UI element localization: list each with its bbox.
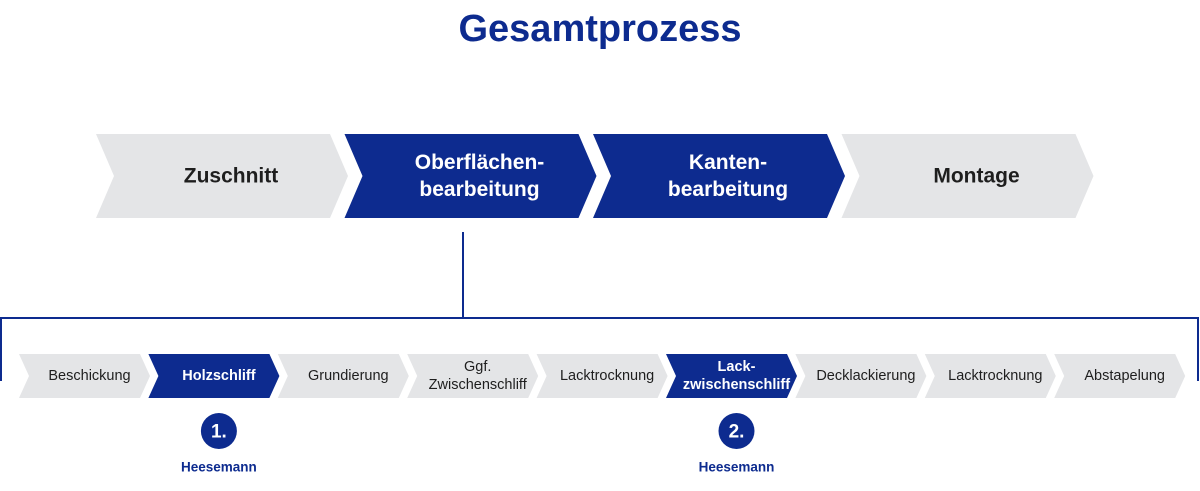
- main-step-zuschnitt-label: Zuschnitt: [184, 165, 279, 188]
- sub-step-lacktrocknung-shape: [924, 354, 1056, 398]
- main-step-kanten-bearbeitung-label: bearbeitung: [668, 178, 788, 201]
- sub-step-lack-zwischenschliff-label: zwischenschliff: [683, 377, 790, 393]
- sub-step-decklackierung-shape: [795, 354, 927, 398]
- page-title: Gesamtprozess: [458, 8, 742, 50]
- sub-step-abstapelung-label: Abstapelung: [1084, 368, 1165, 384]
- badge-label: Heesemann: [699, 460, 775, 475]
- sub-step-lacktrocknung-label: Lacktrocknung: [948, 368, 1042, 384]
- badge-number: 1.: [211, 422, 227, 443]
- sub-process-row: Beschickung Holzschliff Grundierung Ggf. Zwi…: [19, 354, 1186, 398]
- sub-step-lacktrocknung-shape: [536, 354, 668, 398]
- sub-step-beschickung-label: Beschickung: [48, 368, 130, 384]
- badges-row: 1. Heesemann 2. Heesemann: [181, 413, 774, 475]
- main-step-kanten-bearbeitung-shape: [593, 134, 845, 218]
- sub-step-ggf-zwischenschliff-shape: [407, 354, 539, 398]
- main-step-oberflaechen-bearbeitung-label: bearbeitung: [419, 178, 539, 201]
- sub-step-decklackierung: Decklackierung: [795, 354, 927, 398]
- sub-step-abstapelung: Abstapelung: [1054, 354, 1186, 398]
- sub-step-lacktrocknung-label: Lacktrocknung: [560, 368, 654, 384]
- sub-step-holzschliff: Holzschliff: [148, 354, 280, 398]
- sub-step-grundierung: Grundierung: [277, 354, 409, 398]
- sub-step-grundierung-shape: [277, 354, 409, 398]
- badge-circle: [718, 413, 755, 449]
- main-step-oberflaechen-bearbeitung-shape: [344, 134, 597, 218]
- main-step-kanten-bearbeitung-label: Kanten-: [689, 151, 767, 174]
- sub-step-decklackierung-label: Decklackierung: [816, 368, 915, 384]
- main-step-montage: Montage: [841, 134, 1094, 218]
- badge-circle: [200, 413, 237, 449]
- badge-number: 2.: [729, 422, 745, 443]
- main-step-montage-label: Montage: [933, 165, 1019, 188]
- connector-lines: [0, 232, 1199, 381]
- sub-step-ggf-zwischenschliff: Ggf. Zwischenschliff: [407, 354, 539, 398]
- sub-step-lacktrocknung: Lacktrocknung: [536, 354, 668, 398]
- main-step-kanten-bearbeitung: Kanten-bearbeitung: [593, 134, 845, 218]
- connector-bracket: [0, 317, 1199, 381]
- main-step-oberflaechen-bearbeitung-label: Oberflächen-: [415, 151, 545, 174]
- badge-label: Heesemann: [181, 460, 257, 475]
- sub-step-lacktrocknung: Lacktrocknung: [924, 354, 1056, 398]
- sub-step-holzschliff-shape: [148, 354, 280, 398]
- sub-step-holzschliff-label: Holzschliff: [182, 368, 255, 384]
- sub-step-beschickung: Beschickung: [19, 354, 150, 398]
- main-step-oberflaechen-bearbeitung: Oberflächen-bearbeitung: [344, 134, 597, 218]
- main-step-montage-shape: [841, 134, 1094, 218]
- sub-step-ggf-zwischenschliff-label: Ggf.: [464, 359, 491, 375]
- badge-2: 2. Heesemann: [699, 413, 775, 475]
- sub-step-ggf-zwischenschliff-label: Zwischenschliff: [429, 377, 528, 393]
- sub-step-lack-zwischenschliff: Lack-zwischenschliff: [666, 354, 797, 398]
- badge-1: 1. Heesemann: [181, 413, 257, 475]
- main-step-zuschnitt-shape: [96, 134, 348, 218]
- sub-step-lack-zwischenschliff-shape: [666, 354, 797, 398]
- sub-step-abstapelung-shape: [1054, 354, 1186, 398]
- sub-step-lack-zwischenschliff-label: Lack-: [718, 359, 756, 375]
- sub-step-grundierung-label: Grundierung: [308, 368, 389, 384]
- main-step-zuschnitt: Zuschnitt: [96, 134, 348, 218]
- sub-step-beschickung-shape: [19, 354, 150, 398]
- main-process-row: ZuschnittOberflächen-bearbeitungKanten-b…: [96, 134, 1094, 218]
